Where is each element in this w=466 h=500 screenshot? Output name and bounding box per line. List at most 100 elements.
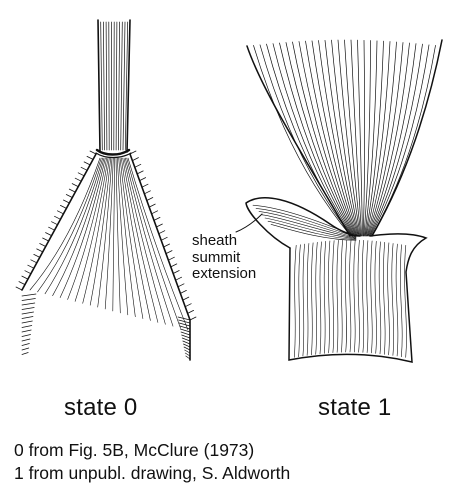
sheath-vein bbox=[121, 157, 151, 321]
shade-stroke bbox=[21, 293, 37, 297]
marginal-hair bbox=[27, 264, 35, 269]
marginal-hair bbox=[134, 163, 142, 168]
shade-stroke bbox=[180, 331, 191, 336]
sheath-vein bbox=[378, 241, 382, 355]
extension-vein bbox=[258, 211, 357, 239]
marginal-hair bbox=[54, 215, 61, 220]
marginal-hair bbox=[71, 183, 79, 187]
shade-stroke bbox=[21, 307, 35, 310]
shade-stroke bbox=[21, 325, 33, 328]
sheath-vein bbox=[29, 157, 101, 291]
marginal-hair bbox=[146, 197, 154, 201]
marginal-hair bbox=[60, 205, 67, 209]
shade-stroke bbox=[178, 322, 191, 327]
sheath-vein bbox=[349, 239, 352, 353]
blade-vein bbox=[311, 40, 358, 237]
marginal-hair bbox=[132, 157, 139, 161]
marginal-hair bbox=[177, 283, 185, 288]
sheath-vein bbox=[361, 240, 365, 353]
marginal-hair bbox=[48, 226, 55, 231]
marginal-hair bbox=[24, 270, 32, 275]
state-0-label: state 0 bbox=[64, 394, 138, 421]
blade-vein bbox=[318, 40, 359, 237]
shade-stroke bbox=[21, 343, 30, 346]
sheath-vein bbox=[328, 240, 331, 354]
shade-stroke bbox=[177, 316, 191, 321]
sheath-vein bbox=[123, 157, 166, 325]
marginal-hair bbox=[163, 243, 170, 248]
state-1-blade-veins bbox=[253, 39, 436, 237]
state-0-drawing bbox=[15, 19, 197, 361]
blade-vein bbox=[367, 42, 410, 237]
marginal-hair bbox=[175, 276, 182, 281]
blade-vein bbox=[103, 21, 105, 151]
blade-vein bbox=[259, 44, 352, 237]
shade-stroke bbox=[184, 349, 191, 354]
sheath-vein bbox=[97, 157, 113, 308]
marginal-hair bbox=[15, 286, 23, 291]
sheath-vein bbox=[74, 157, 109, 302]
extension-vein bbox=[252, 204, 357, 237]
state-0-collar bbox=[95, 148, 131, 156]
sheath-vein bbox=[52, 157, 105, 296]
sheath-vein bbox=[82, 157, 110, 304]
blade-vein bbox=[350, 39, 363, 237]
sheath-vein bbox=[117, 157, 129, 316]
marginal-hair bbox=[18, 281, 26, 285]
state-0-sheath-outline bbox=[21, 153, 191, 361]
sheath-vein bbox=[44, 157, 103, 295]
marginal-hair bbox=[136, 170, 144, 175]
marginal-hair bbox=[77, 172, 85, 177]
shade-stroke bbox=[184, 352, 191, 357]
marginal-hair bbox=[45, 232, 52, 236]
sheath-vein bbox=[115, 157, 121, 314]
sheath-vein bbox=[366, 240, 369, 353]
marginal-hair bbox=[182, 296, 190, 301]
blade-vein bbox=[124, 21, 129, 151]
sheath-vein bbox=[345, 239, 348, 353]
state-0-marginal-hairs bbox=[15, 150, 197, 321]
blade-vein bbox=[272, 43, 354, 237]
shade-stroke bbox=[179, 325, 191, 330]
shade-stroke bbox=[182, 340, 191, 345]
marginal-hair bbox=[30, 259, 38, 264]
shade-stroke bbox=[185, 355, 191, 360]
blade-vein bbox=[298, 41, 357, 237]
credit-state-1: 1 from unpubl. drawing, S. Aldworth bbox=[14, 463, 291, 483]
blade-vein bbox=[118, 21, 120, 151]
extension-vein bbox=[264, 217, 357, 240]
blade-vein bbox=[365, 40, 384, 237]
extension-vein bbox=[270, 224, 357, 241]
marginal-hair bbox=[170, 263, 178, 268]
sheath-vein bbox=[400, 244, 403, 357]
callout-line-2: summit bbox=[192, 248, 241, 266]
sheath-vein bbox=[302, 243, 305, 357]
sheath-vein bbox=[112, 157, 115, 312]
blade-vein bbox=[292, 41, 356, 237]
blade-vein bbox=[324, 39, 360, 237]
state-1-label: state 1 bbox=[318, 394, 392, 421]
state-1-sheath-veins bbox=[294, 239, 407, 358]
sheath-vein bbox=[336, 240, 339, 353]
sheath-vein bbox=[323, 241, 326, 354]
marginal-hair bbox=[165, 250, 173, 254]
credit-state-0: 0 from Fig. 5B, McClure (1973) bbox=[14, 440, 255, 460]
sheath-vein bbox=[319, 241, 322, 355]
marginal-hair bbox=[187, 310, 194, 314]
marginal-hair bbox=[63, 199, 70, 204]
blade-vein bbox=[365, 41, 391, 237]
sheath-vein bbox=[119, 157, 144, 319]
sheath-vein bbox=[311, 242, 314, 356]
marginal-hair bbox=[160, 236, 168, 241]
state-0-sheath-veins bbox=[29, 157, 189, 331]
sheath-vein bbox=[37, 157, 102, 293]
blade-vein bbox=[367, 42, 404, 237]
sheath-vein bbox=[298, 244, 301, 357]
sheath-vein bbox=[315, 242, 318, 355]
sheath-vein bbox=[332, 240, 335, 353]
sheath-vein bbox=[125, 157, 174, 327]
shade-stroke bbox=[21, 347, 30, 351]
shade-stroke bbox=[21, 311, 34, 315]
callout-line-1: sheath bbox=[192, 232, 238, 249]
extension-vein bbox=[267, 220, 357, 240]
